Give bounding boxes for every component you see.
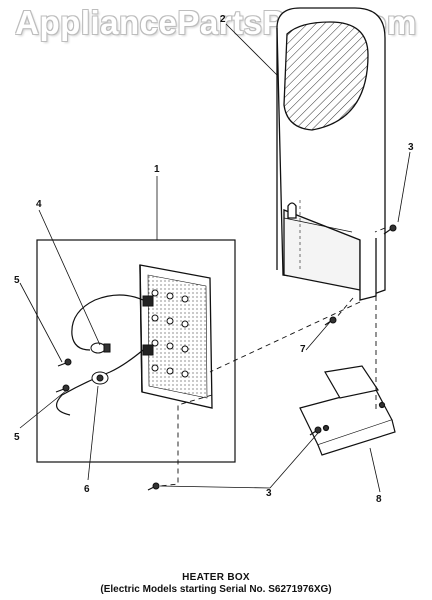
heater-duct-panel [276, 7, 386, 301]
diagram-subtitle: (Electric Models starting Serial No. S62… [100, 584, 332, 595]
callout-3-top: 3 [408, 142, 414, 153]
callout-5-top: 5 [14, 275, 20, 286]
screw-part-7 [324, 316, 337, 326]
callout-8: 8 [376, 494, 382, 505]
callout-3-bottom: 3 [266, 488, 272, 499]
callout-2: 2 [220, 14, 226, 25]
bracket-part-8 [299, 365, 396, 456]
screw-part-3-bottom [147, 482, 160, 491]
callout-5-bottom: 5 [14, 432, 20, 443]
thermostat-part-6 [91, 371, 109, 385]
thermostat-part-4 [90, 342, 111, 354]
screw-part-3-mid [309, 426, 322, 436]
screw-part-3-top [383, 224, 397, 235]
screw-part-5a [57, 358, 72, 367]
screw-part-5b [55, 384, 70, 393]
callout-1: 1 [154, 164, 160, 175]
callout-7: 7 [300, 344, 306, 355]
heater-box-assembly [36, 239, 236, 463]
callout-6: 6 [84, 484, 90, 495]
callout-4: 4 [36, 199, 42, 210]
assembly-guide-lines [159, 227, 386, 487]
wire-harness [55, 294, 144, 416]
callout-leaders [19, 23, 411, 493]
diagram-title: HEATER BOX [182, 572, 250, 583]
